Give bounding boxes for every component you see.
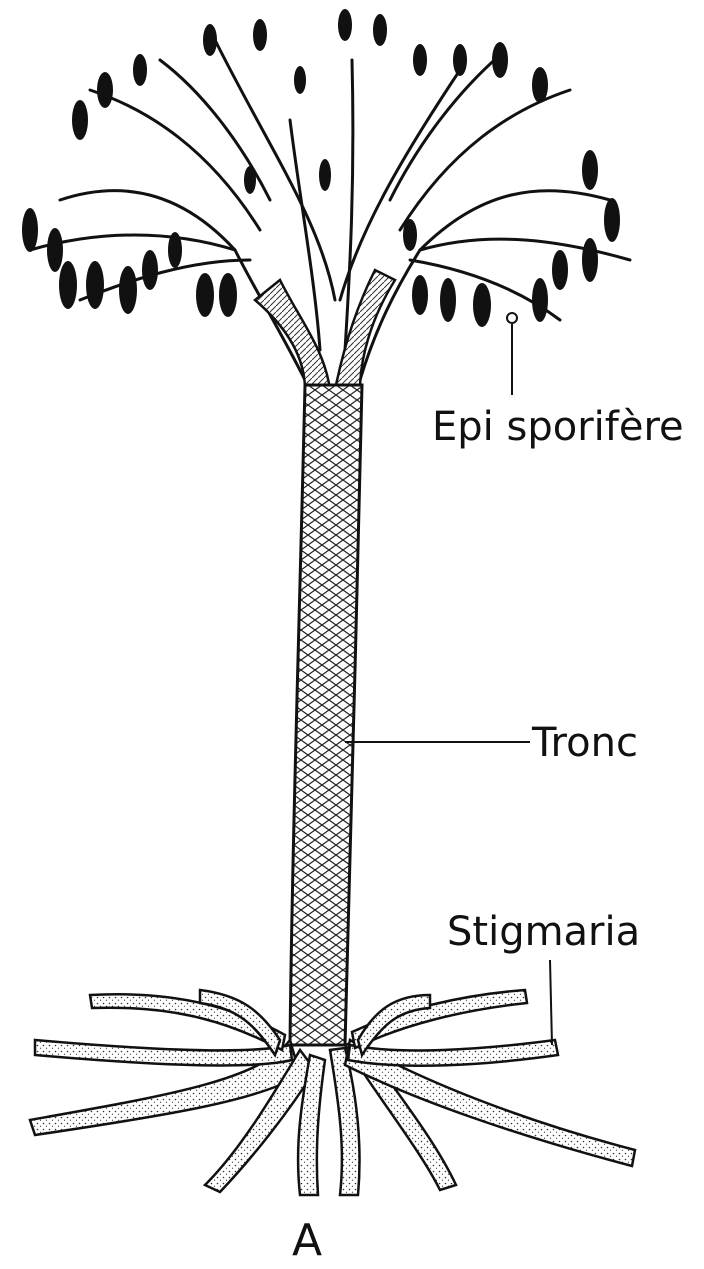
label-tronc: Tronc [531, 720, 638, 766]
trunk-fork [255, 270, 395, 390]
spore-cones [22, 9, 620, 327]
highlighted-cone-marker [507, 313, 517, 323]
panel-label: A [292, 1215, 322, 1266]
label-stigmaria: Stigmaria [447, 909, 640, 955]
trunk [290, 385, 362, 1045]
label-epi-sporifere: Epi sporifère [432, 404, 684, 450]
stigmaria-leader-line [550, 960, 552, 1045]
